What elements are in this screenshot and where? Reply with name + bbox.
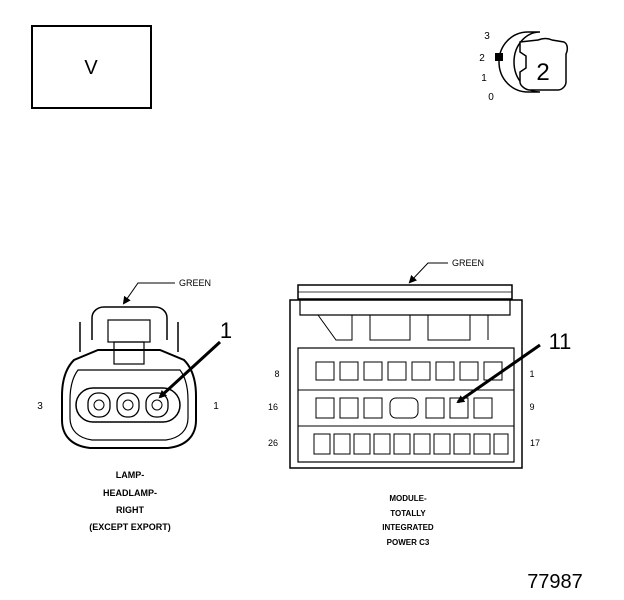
headlamp-housing-outer [61, 349, 197, 449]
tipm-caption-line: TOTALLY [390, 509, 426, 518]
headlamp-pin-terminal [122, 399, 134, 411]
headlamp-caption-line: RIGHT [116, 505, 145, 515]
tipm-pin-label-left: 16 [268, 402, 278, 412]
ignition-switch-symbol: 3 2 1 0 2 [479, 31, 569, 103]
tipm-cavity [435, 361, 455, 381]
headlamp-color-leader [122, 282, 175, 305]
tipm-caption-line: INTEGRATED [382, 523, 434, 532]
tipm-pin-label-right: 17 [530, 438, 540, 448]
figure-number: 77987 [527, 571, 583, 593]
headlamp-cavity-rail [75, 387, 181, 423]
tipm-caption-line: POWER C3 [387, 538, 430, 547]
headlamp-pin-label-left: 3 [37, 401, 43, 412]
ignition-position-marker [495, 53, 503, 61]
tipm-pin-label-left: 8 [274, 369, 279, 379]
headlamp-pin-cavity [145, 392, 169, 418]
tipm-cavity [425, 397, 445, 419]
tipm-housing-outer [289, 299, 523, 469]
headlamp-pin-terminal [151, 399, 163, 411]
view-label: V [84, 57, 98, 79]
tipm-cavity [411, 361, 431, 381]
headlamp-callout-number: 1 [220, 318, 232, 343]
tipm-cavity [363, 397, 383, 419]
tipm-cavity [473, 433, 491, 455]
ignition-position-2: 2 [479, 53, 485, 64]
tipm-color-label: GREEN [452, 258, 484, 268]
headlamp-color-label: GREEN [179, 278, 211, 288]
headlamp-latch-stem [113, 341, 145, 365]
tipm-cavity [353, 433, 371, 455]
tipm-cavity [433, 433, 451, 455]
headlamp-connector: GREEN 3 1 1 LAMP- HEADLAMP- RIGHT (EXCEP… [37, 278, 232, 532]
ignition-position-0: 0 [488, 92, 494, 103]
tipm-cavity [363, 361, 383, 381]
ignition-position-3: 3 [484, 31, 490, 42]
tipm-callout-number: 11 [549, 329, 572, 354]
tipm-cavity [413, 433, 431, 455]
ignition-badge: 2 [536, 59, 549, 86]
tipm-cavity [387, 361, 407, 381]
tipm-cavity [339, 361, 359, 381]
tipm-cavity [315, 361, 335, 381]
tipm-cavity [333, 433, 351, 455]
headlamp-pin-cavity [87, 392, 111, 418]
tipm-center-key [389, 397, 419, 419]
headlamp-caption-line: HEADLAMP- [103, 488, 157, 498]
view-box-frame [31, 25, 152, 109]
headlamp-latch-window [107, 319, 151, 343]
tipm-cavity [373, 433, 391, 455]
tipm-cavity [473, 397, 493, 419]
headlamp-pin-terminal [93, 399, 105, 411]
headlamp-callout-arrow [158, 340, 222, 399]
view-indicator-box: V [31, 25, 152, 109]
tipm-cavity [339, 397, 359, 419]
ignition-position-1: 1 [481, 73, 487, 84]
tipm-pin-label-right: 9 [529, 402, 534, 412]
tipm-pin-label-right: 1 [529, 369, 534, 379]
tipm-cavity-row-3 [313, 433, 509, 455]
tipm-callout-arrow [456, 343, 541, 404]
headlamp-caption-line: (EXCEPT EXPORT) [89, 522, 171, 532]
headlamp-pin-label-right: 1 [213, 401, 219, 412]
headlamp-side-rails [79, 322, 179, 352]
tipm-pin-label-left: 26 [268, 438, 278, 448]
tipm-cavity [453, 433, 471, 455]
headlamp-latch [91, 306, 168, 340]
headlamp-housing-inner [69, 369, 189, 441]
tipm-housing-inner [297, 347, 515, 463]
headlamp-caption-line: LAMP- [116, 470, 145, 480]
headlamp-pin-cavity [116, 392, 140, 418]
tipm-cavity [459, 361, 479, 381]
tipm-connector: GREEN [268, 258, 571, 547]
tipm-lock-tabs [317, 314, 489, 341]
tipm-lock-rail [299, 299, 511, 316]
tipm-cavity [313, 433, 331, 455]
ignition-key-head [519, 37, 569, 91]
tipm-color-leader [408, 262, 448, 284]
tipm-cavity [393, 433, 411, 455]
tipm-cavity [315, 397, 335, 419]
tipm-cavity [493, 433, 509, 455]
ignition-key-cylinder [498, 31, 541, 93]
tipm-caption-line: MODULE- [389, 494, 427, 503]
tipm-cavity-row-2 [315, 397, 493, 419]
tipm-cavity-row-1 [315, 361, 503, 381]
